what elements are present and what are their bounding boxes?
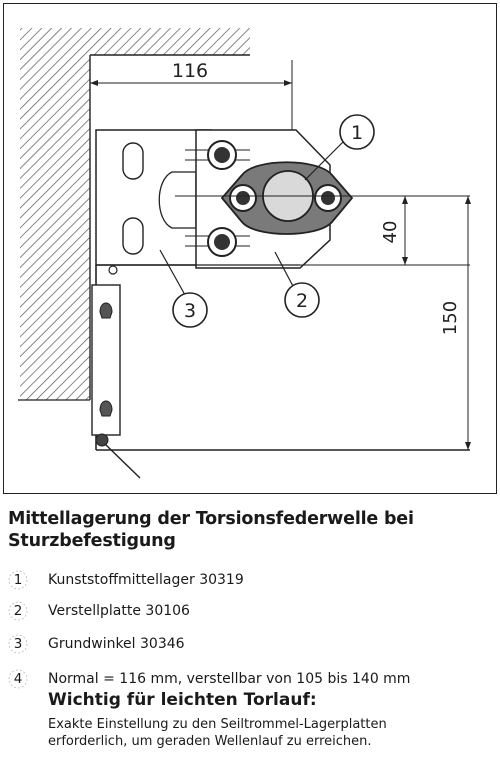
legend-text: Kunststoffmittellager 30319 (48, 572, 244, 588)
legend-number-badge: 2 (8, 600, 32, 624)
legend-text: Grundwinkel 30346 (48, 636, 185, 652)
door-profile (91, 264, 470, 479)
legend-number: 1 (13, 572, 23, 588)
callout-3-label: 3 (184, 300, 196, 322)
callout-2-leader (274, 251, 296, 291)
note-heading: Wichtig für leichten Torlauf: (48, 690, 317, 710)
callout-2-circle (284, 282, 320, 318)
bolt-bottom (207, 227, 237, 257)
legend-number: 3 (13, 636, 23, 652)
callout-1-leader (304, 139, 346, 181)
legend-item: 2 Verstellplatte 30106 (8, 600, 496, 624)
legend-number: 4 (13, 671, 23, 687)
callout-1-circle (339, 114, 375, 150)
callout-3-circle (172, 292, 208, 328)
note-line1: Exakte Einstellung zu den Seiltrommel-La… (48, 717, 387, 732)
dimension-116-label: 116 (172, 60, 208, 82)
technical-drawing: 116 40 (18, 28, 471, 479)
legend-item: 1 Kunststoffmittellager 30319 (8, 569, 496, 593)
note-text: Exakte Einstellung zu den Seiltrommel-La… (48, 716, 488, 750)
legend-text: Normal = 116 mm, verstellbar von 105 bis… (48, 671, 411, 687)
callout-3-leader (159, 249, 186, 296)
dimension-40-label: 40 (380, 221, 401, 244)
legend-item: 3 Grundwinkel 30346 (8, 633, 496, 657)
callout-1-label: 1 (351, 122, 363, 144)
legend-number-badge: 1 (8, 569, 32, 593)
callout-2-label: 2 (296, 290, 308, 312)
caption-title: Mittellagerung der Torsionsfederwelle be… (8, 508, 496, 552)
dimension-116 (90, 60, 293, 130)
dimension-40 (300, 196, 470, 266)
dimension-150-label: 150 (440, 301, 461, 335)
note-line2: erforderlich, um geraden Wellenlauf zu e… (48, 734, 372, 749)
legend-number: 2 (13, 603, 23, 619)
legend-number-badge: 4 (8, 668, 32, 692)
bolt-top (207, 140, 237, 170)
dimension-150 (465, 196, 471, 450)
center-bearing (220, 161, 354, 235)
caption-title-line2: Sturzbefestigung (8, 531, 176, 551)
wall-hatching (18, 28, 250, 401)
legend-item: 4 Normal = 116 mm, verstellbar von 105 b… (8, 668, 496, 692)
legend-text: Verstellplatte 30106 (48, 603, 190, 619)
legend-number-badge: 3 (8, 633, 32, 657)
caption-title-line1: Mittellagerung der Torsionsfederwelle be… (8, 509, 414, 529)
